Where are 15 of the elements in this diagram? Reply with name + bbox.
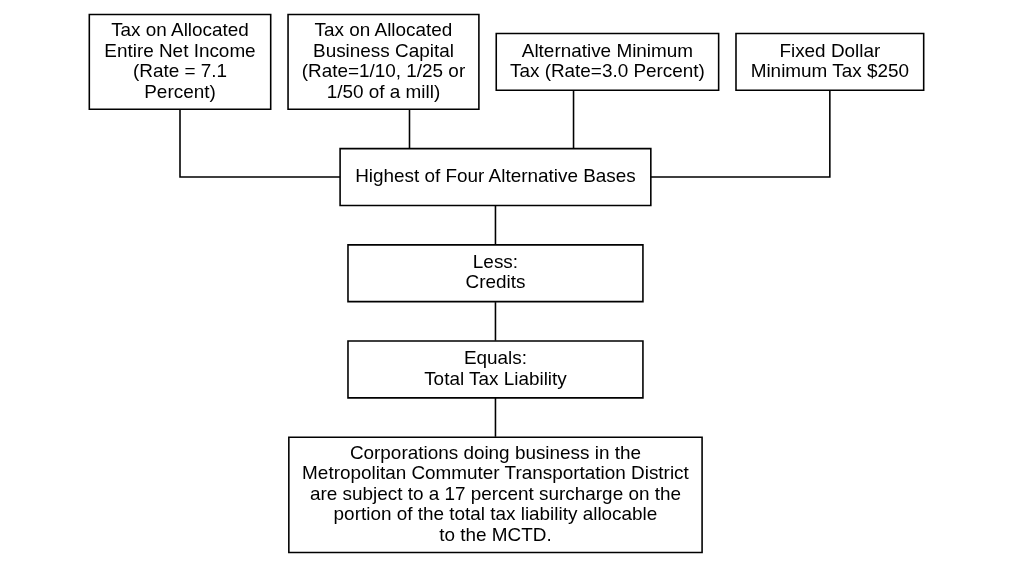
node-box: Tax on Allocated Business Capital (Rate=1/10, 1/25 or 1/50 of a mill) <box>287 13 480 110</box>
connector <box>494 205 497 246</box>
node-box: Tax on Allocated Entire Net Income (Rate = 7.1 Percent) <box>88 13 272 110</box>
connector <box>494 397 497 438</box>
node-box: Fixed Dollar Minimum Tax $250 <box>735 32 925 92</box>
connector <box>572 89 575 150</box>
node-box: Equals: Total Tax Liability <box>347 340 644 399</box>
connector <box>650 89 831 178</box>
node-box: Highest of Four Alternative Bases <box>339 147 652 207</box>
connector <box>179 108 341 178</box>
node-box: Corporations doing business in the Metropolitan Commuter Transportation District are subject to a 17 percent surcharge on the portion of the total tax liability allocable to the MCTD. <box>288 436 703 554</box>
connector <box>408 108 411 149</box>
node-box: Less: Credits <box>347 244 644 303</box>
connector <box>494 301 497 342</box>
node-box: Alternative Minimum Tax (Rate=3.0 Percent) <box>495 32 720 92</box>
